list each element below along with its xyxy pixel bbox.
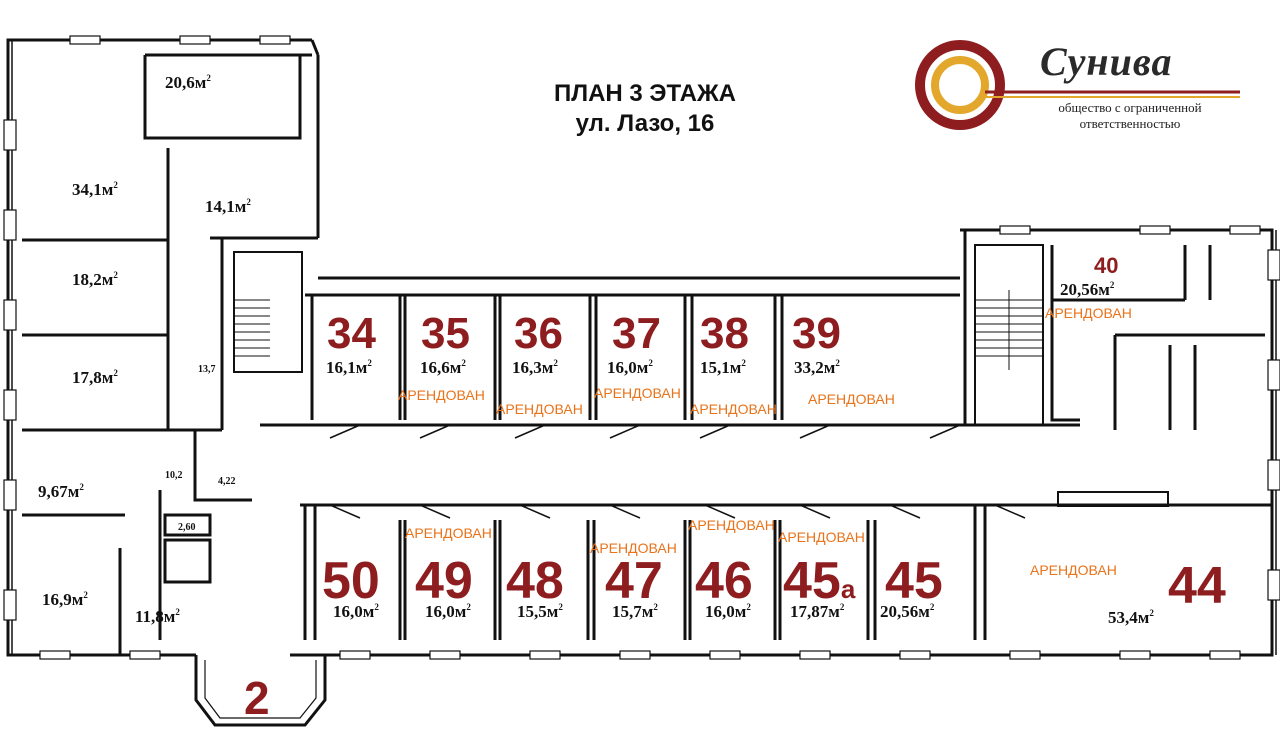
stair-treads <box>234 290 1043 370</box>
room-number-36: 36 <box>514 309 563 358</box>
room-number-44: 44 <box>1168 557 1226 615</box>
room-area-left-1: 20,6м2 <box>165 73 211 92</box>
room-area-44: 53,4м2 <box>1108 608 1154 627</box>
room-number-47: 47 <box>605 552 663 610</box>
rented-label-44: АРЕНДОВАН <box>1030 562 1117 578</box>
room-number-46: 46 <box>695 552 753 610</box>
room-area-45: 20,56м2 <box>880 602 935 621</box>
rented-label-46: АРЕНДОВАН <box>688 517 775 533</box>
rented-label-49: АРЕНДОВАН <box>405 525 492 541</box>
room-number-39: 39 <box>792 309 841 358</box>
door-marks <box>329 424 1026 519</box>
room-area-left-2: 34,1м2 <box>72 180 118 199</box>
logo-inner-ring <box>931 56 989 114</box>
plan-address: ул. Лазо, 16 <box>575 110 715 137</box>
rented-label-45a: АРЕНДОВАН <box>778 529 865 545</box>
room-area-37: 16,0м2 <box>607 358 653 377</box>
rented-label-36: АРЕНДОВАН <box>496 401 583 417</box>
logo-subtitle-2: ответственностью <box>1079 116 1181 131</box>
small-label-1: 13,7 <box>198 364 216 375</box>
room-number-48: 48 <box>506 552 564 610</box>
room-area-left-5: 17,8м2 <box>72 368 118 387</box>
room-number-35: 35 <box>421 309 470 358</box>
room-area-left-7: 16,9м2 <box>42 590 88 609</box>
logo-subtitle-1: общество с ограниченной <box>1058 100 1202 115</box>
room-area-left-4: 18,2м2 <box>72 270 118 289</box>
room-area-50: 16,0м2 <box>333 602 379 621</box>
room-area-48: 15,5м2 <box>517 602 563 621</box>
room-area-39: 33,2м2 <box>794 358 840 377</box>
logo-name: Сунива <box>1040 39 1173 84</box>
room-area-left-3: 14,1м2 <box>205 197 251 216</box>
room-area-47: 15,7м2 <box>612 602 658 621</box>
room-area-left-6: 9,67м2 <box>38 482 84 501</box>
walls <box>6 38 1277 727</box>
logo-outer-ring <box>915 40 1005 130</box>
room-number-38: 38 <box>700 309 749 358</box>
small-label-2: 10,2 <box>165 470 183 481</box>
rented-label-38: АРЕНДОВАН <box>690 401 777 417</box>
stair-number: 2 <box>244 672 270 724</box>
window-marks <box>3 35 1280 660</box>
room-number-40: 40 <box>1094 253 1118 278</box>
room-area-34: 16,1м2 <box>326 358 372 377</box>
room-area-38: 15,1м2 <box>700 358 746 377</box>
room-area-40: 20,56м2 <box>1060 280 1115 299</box>
room-area-45a: 17,87м2 <box>790 602 845 621</box>
room-area-35: 16,6м2 <box>420 358 466 377</box>
room-number-49: 49 <box>415 552 473 610</box>
rented-label-37: АРЕНДОВАН <box>594 385 681 401</box>
rented-label-47: АРЕНДОВАН <box>590 540 677 556</box>
room-area-49: 16,0м2 <box>425 602 471 621</box>
rented-label-35: АРЕНДОВАН <box>398 387 485 403</box>
room-number-50: 50 <box>322 552 380 610</box>
room-number-37: 37 <box>612 309 661 358</box>
room-number-45a: 45а <box>783 552 856 610</box>
plan-title: ПЛАН 3 ЭТАЖА <box>553 80 736 107</box>
small-label-4: 2,60 <box>178 522 196 533</box>
room-number-34: 34 <box>327 309 376 358</box>
room-area-left-8: 11,8м2 <box>135 607 180 626</box>
room-number-45: 45 <box>885 552 943 610</box>
room-area-36: 16,3м2 <box>512 358 558 377</box>
room-area-46: 16,0м2 <box>705 602 751 621</box>
small-label-3: 4,22 <box>218 476 236 487</box>
rented-label-39: АРЕНДОВАН <box>808 391 895 407</box>
rented-label-40: АРЕНДОВАН <box>1045 305 1132 321</box>
logo-mark <box>915 40 1240 130</box>
